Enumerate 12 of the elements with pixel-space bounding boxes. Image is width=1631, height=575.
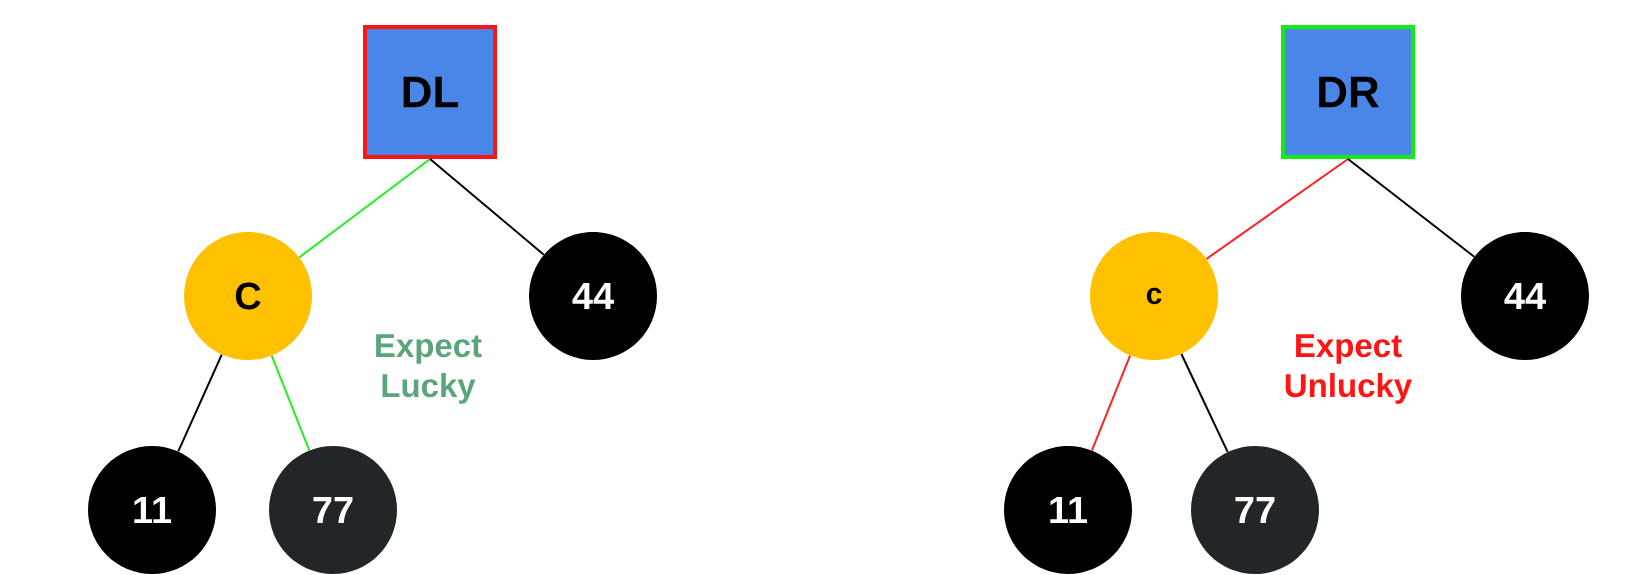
tree-edge bbox=[1090, 354, 1132, 452]
square-node: DL bbox=[363, 25, 497, 159]
tree-edge bbox=[1180, 353, 1229, 453]
tree-edge bbox=[298, 158, 431, 259]
tree-edge bbox=[429, 158, 545, 256]
annotation-text: Expect Lucky bbox=[376, 334, 482, 404]
tree-edge bbox=[1205, 158, 1349, 260]
annotation-text: Expect Unlucky bbox=[1285, 334, 1412, 404]
tree-edge bbox=[1347, 158, 1476, 258]
tree-edge bbox=[270, 354, 311, 452]
tree-edge bbox=[177, 353, 223, 453]
square-node: DR bbox=[1281, 25, 1415, 159]
